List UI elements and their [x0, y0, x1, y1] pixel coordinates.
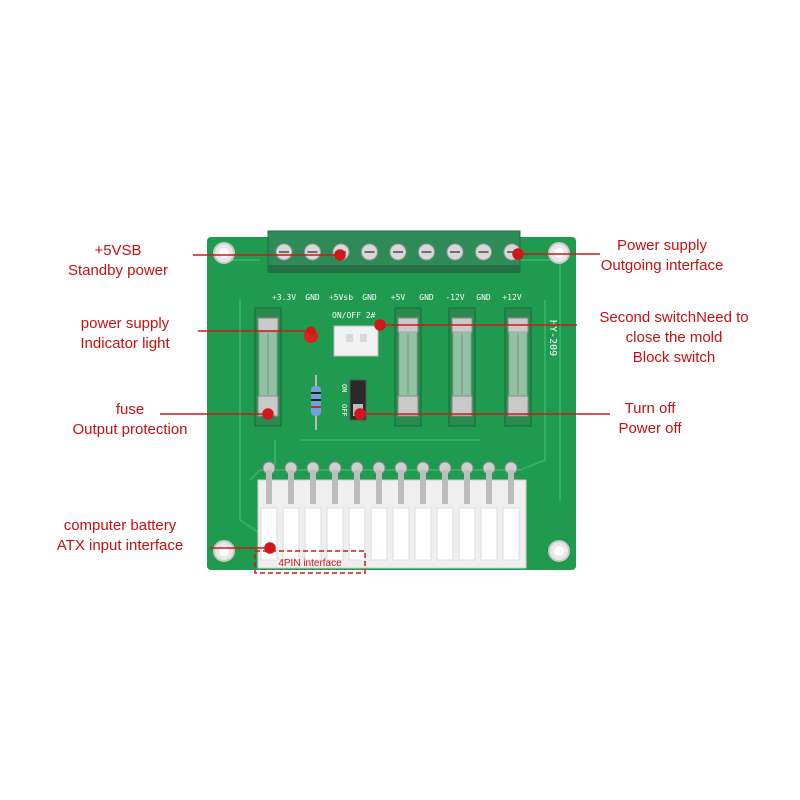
switch-off-label: OFF: [340, 404, 348, 417]
terminal-labels: +3.3V GND +5Vsb GND +5V GND -12V GND +12V: [272, 293, 522, 302]
atx-pin: [414, 461, 432, 561]
terminal-screw: [304, 243, 321, 261]
fuse: [254, 307, 282, 427]
callout-turn-off-line1: Turn off: [624, 400, 676, 417]
mounting-holes: [213, 242, 570, 562]
atx-pin: [392, 461, 410, 561]
callout-fuse-line1: fuse: [115, 401, 145, 418]
atx-connector: [257, 461, 527, 569]
atx-pin: [282, 461, 300, 561]
atx-pin: [326, 461, 344, 561]
callout-second-switch: Second switchNeed to close the mold Bloc…: [578, 308, 770, 368]
terminal-label: +12V: [502, 293, 521, 302]
callout-second-switch-line1: Second switchNeed to: [599, 309, 749, 326]
callout-second-switch-line2: close the mold: [625, 329, 723, 346]
callout-atx-line1: computer battery: [63, 517, 177, 534]
callout-atx: computer battery ATX input interface: [30, 516, 210, 556]
fourpin-label: 4PIN interface: [278, 558, 342, 569]
atx-pin: [370, 461, 388, 561]
terminal-label: +5V: [391, 293, 406, 302]
callout-vsb: +5VSB Standby power: [48, 241, 188, 281]
callout-lines: [160, 248, 610, 554]
switch-header-label: ON/OFF 2#: [332, 311, 376, 320]
terminal-screw: [361, 243, 378, 261]
callout-outgoing: Power supply Outgoing interface: [582, 236, 742, 276]
callout-outgoing-line1: Power supply: [616, 237, 708, 254]
terminal-label: -12V: [445, 293, 464, 302]
atx-pin: [502, 461, 520, 561]
terminal-screw: [446, 243, 464, 261]
atx-pin: [480, 461, 498, 561]
callout-power-led-line1: power supply: [80, 315, 170, 332]
terminal-screw: [389, 243, 407, 261]
atx-pin: [436, 461, 454, 561]
model-label: HY-209: [547, 320, 558, 356]
callout-turn-off-line2: Power off: [618, 420, 682, 437]
resistor: [311, 375, 321, 430]
terminal-screw: [475, 243, 492, 261]
terminal-label: +5Vsb: [329, 293, 353, 302]
switch-connector: [333, 325, 379, 357]
callout-power-led-line2: Indicator light: [80, 335, 170, 352]
callout-outgoing-line2: Outgoing interface: [600, 257, 724, 274]
terminal-label: GND: [362, 293, 377, 302]
callout-vsb-line1: +5VSB: [94, 242, 142, 259]
terminal-block: [267, 230, 521, 273]
callout-atx-line2: ATX input interface: [56, 537, 184, 554]
atx-pin: [348, 461, 366, 561]
fuse: [394, 307, 422, 427]
terminal-label: GND: [476, 293, 491, 302]
terminal-label: GND: [305, 293, 320, 302]
fourpin-box: [254, 550, 366, 574]
callout-vsb-line2: Standby power: [67, 262, 169, 279]
callout-turn-off: Turn off Power off: [595, 399, 705, 439]
callout-fuse: fuse Output protection: [55, 400, 205, 440]
callout-power-led: power supply Indicator light: [55, 314, 195, 354]
terminal-screw: [418, 243, 435, 261]
terminal-screw: [275, 243, 293, 261]
terminal-label: GND: [419, 293, 434, 302]
terminal-label: +3.3V: [272, 293, 296, 302]
switch-on-label: ON: [340, 384, 348, 392]
callout-second-switch-line3: Block switch: [632, 349, 716, 366]
atx-pin: [304, 461, 322, 561]
callout-fuse-line2: Output protection: [72, 421, 188, 438]
atx-pin: [458, 461, 476, 561]
